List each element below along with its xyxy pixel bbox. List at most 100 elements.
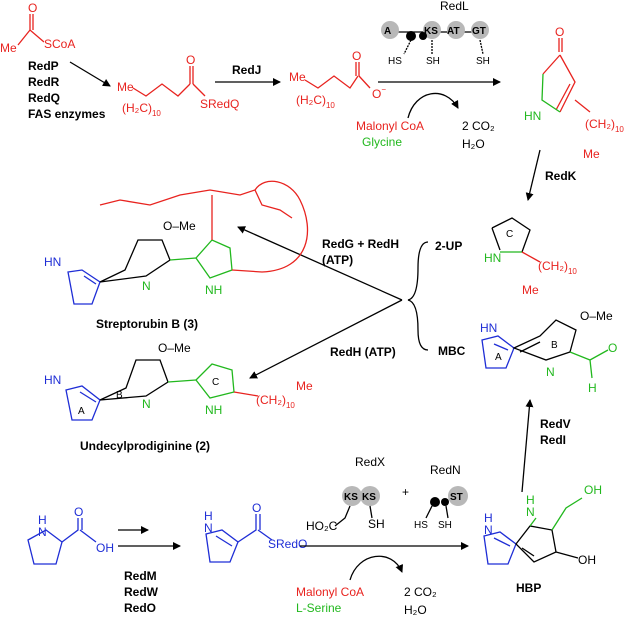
- domain-AT: [447, 21, 465, 39]
- redX-ho2c: HO₂C: [306, 519, 338, 533]
- redN-sh: SH: [438, 520, 452, 531]
- acetyl-me: Me: [0, 41, 17, 55]
- acp-2: [419, 32, 427, 40]
- arrow-curve-1: [407, 92, 459, 119]
- mbc-h: H: [588, 381, 597, 395]
- redX-sh: SH: [368, 517, 385, 531]
- redX: RedX KS KS HO₂C SH: [306, 455, 385, 533]
- redN-label: RedN: [430, 463, 461, 477]
- up-label: 2-UP: [435, 239, 462, 253]
- fas-enzymes: RedP RedR RedQ FAS enzymes: [28, 59, 106, 121]
- acid-me: Me: [289, 70, 306, 84]
- redL-label: RedL: [440, 0, 469, 13]
- dodecanoyl-redq: Me O (H₂C)10 SRedQ: [117, 53, 239, 118]
- redX-ks2: KS: [362, 492, 376, 503]
- pyrrolyl-s: SRedO: [268, 537, 307, 551]
- pro-nh: H: [38, 513, 47, 527]
- pyrrolyl-n: N: [204, 521, 213, 535]
- undec-me: Me: [296, 379, 313, 393]
- strep-ome: O–Me: [163, 219, 196, 233]
- hbp-label: HBP: [516, 581, 541, 595]
- up-chain: (CH₂)10: [538, 259, 577, 276]
- domain-A: [381, 21, 399, 39]
- brace: [407, 241, 429, 351]
- ketone-o: O: [555, 25, 564, 39]
- hbp-nh1: H: [484, 511, 493, 525]
- hbp-nh2: H: [526, 493, 535, 507]
- l-serine: L-Serine: [296, 601, 342, 615]
- undec-nh2: NH: [205, 403, 222, 417]
- undec-nh1: HN: [44, 373, 61, 387]
- arrow-fas: [69, 61, 111, 87]
- dom-KS-label: KS: [424, 26, 438, 37]
- redX-label: RedX: [355, 455, 385, 469]
- enzyme-redR: RedR: [28, 75, 60, 89]
- ketone-me: Me: [583, 147, 600, 161]
- pro-o: O: [74, 505, 83, 519]
- enzyme-redJ: RedJ: [232, 63, 261, 77]
- enzyme-redW: RedW: [124, 585, 159, 599]
- dodecanoyl-s: SRedQ: [200, 97, 239, 111]
- redN-acp1: [430, 497, 440, 507]
- mbc-o: O: [608, 341, 617, 355]
- undec-n: N: [142, 397, 151, 411]
- enzyme-fas: FAS enzymes: [28, 107, 106, 121]
- enzyme-redM: RedM: [124, 569, 157, 583]
- pyrrolyl-o: O: [252, 501, 261, 515]
- redN-st: ST: [450, 492, 463, 503]
- up-me: Me: [522, 283, 539, 297]
- l-proline: H N O OH: [27, 505, 114, 565]
- arrow-redGH: [237, 226, 403, 301]
- domain-GT: [471, 21, 489, 39]
- ketone-nh: HN: [524, 109, 541, 123]
- malonyl-coa-1: Malonyl CoA: [356, 119, 424, 133]
- enzyme-redO: RedO: [124, 601, 156, 615]
- dom-AT-label: AT: [447, 26, 460, 37]
- hbp-n2: N: [526, 505, 535, 519]
- plus: +: [402, 485, 409, 499]
- mbc-ring-b: B: [551, 340, 558, 351]
- glycine: Glycine: [362, 135, 402, 149]
- enzyme-redK: RedK: [545, 169, 577, 183]
- redN-hs: HS: [414, 520, 428, 531]
- redL-hs: HS: [388, 56, 402, 67]
- pyrrolyl-nh: H: [204, 509, 213, 523]
- streptorubin-b: HN O–Me N NH Streptorubin B (3): [44, 180, 309, 331]
- hbp-oh2: OH: [578, 553, 596, 567]
- arrow-curve-2: [349, 555, 403, 581]
- redX-ks1: KS: [344, 492, 358, 503]
- undec-ring-a: A: [78, 406, 85, 417]
- acetyl-o: O: [28, 1, 37, 15]
- undec-ome: O–Me: [158, 341, 191, 355]
- arrow-redH: [249, 299, 403, 379]
- ketone-chain: (CH₂)10: [585, 117, 624, 134]
- up-nh: HN: [484, 251, 501, 265]
- dom-A-label: A: [384, 26, 391, 37]
- co2-1: 2 CO₂: [462, 119, 495, 133]
- mbc-nh: HN: [480, 321, 497, 335]
- arrow-redK: [525, 149, 541, 201]
- redL-sh1: SH: [426, 56, 440, 67]
- dodecanoyl-me: Me: [117, 80, 134, 94]
- enzyme-redI: RedI: [540, 433, 566, 447]
- domain-KS1: [342, 486, 362, 506]
- acetyl-scoa: SCoA: [44, 37, 75, 51]
- acid-chain: (H₂C)10: [296, 93, 335, 110]
- enzyme-redV: RedV: [540, 417, 571, 431]
- strep-nh2: NH: [205, 283, 222, 297]
- pyrrolinone: O HN (CH₂)10 Me: [524, 25, 624, 161]
- dom-GT-label: GT: [472, 26, 486, 37]
- redL-sh2: SH: [476, 56, 490, 67]
- h2o-1: H₂O: [462, 137, 485, 151]
- mbc: MBC HN A B O–Me N O H: [438, 309, 617, 395]
- undecylprodiginine-name: Undecylprodiginine (2): [80, 439, 210, 453]
- acid-o: O: [352, 49, 361, 63]
- hbp-oh1: OH: [584, 483, 602, 497]
- domain-KS2: [360, 486, 380, 506]
- redN: RedN ST HS SH: [414, 463, 468, 531]
- co2-2: 2 CO₂: [404, 585, 437, 599]
- acid-o-minus: O−: [372, 85, 386, 101]
- strep-nh1: HN: [44, 255, 61, 269]
- acetyl-coa: O SCoA Me: [0, 1, 75, 55]
